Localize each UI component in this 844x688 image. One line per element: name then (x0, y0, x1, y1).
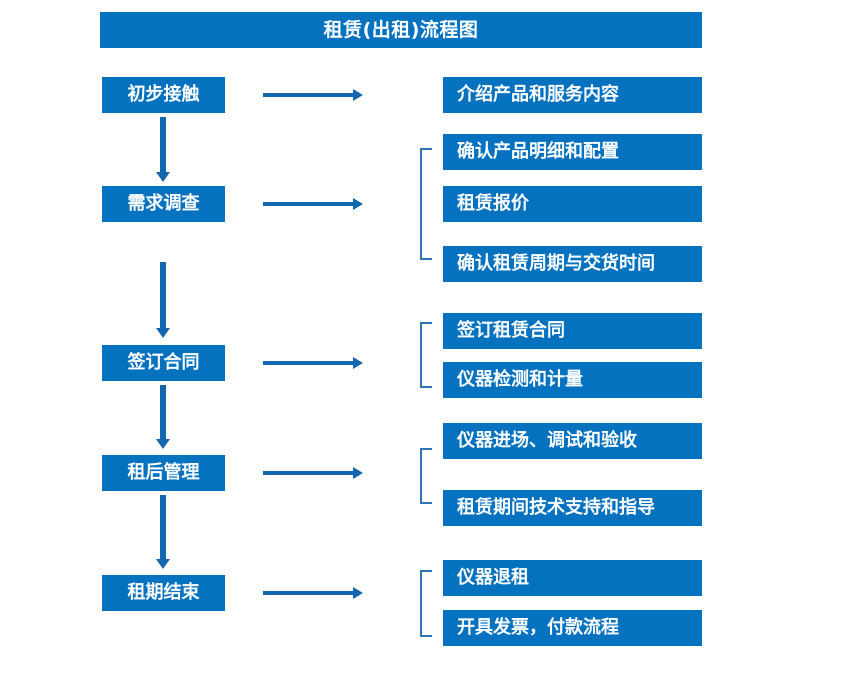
arrow-head (156, 172, 170, 182)
detail-box-instrument-return[interactable]: 仪器退租 (443, 560, 702, 596)
arrow-shaft (160, 385, 166, 439)
detail-box-confirm-product-details[interactable]: 确认产品明细和配置 (443, 134, 702, 170)
detail-box-introduce-products[interactable]: 介绍产品和服务内容 (443, 77, 702, 113)
stage-box-initial-contact[interactable]: 初步接触 (102, 77, 225, 113)
left-brace-icon (420, 322, 432, 388)
arrow-shaft (160, 495, 166, 559)
arrow-right-icon (263, 88, 363, 102)
arrow-right-icon (263, 466, 363, 480)
stage-box-lease-end[interactable]: 租期结束 (102, 575, 225, 611)
arrow-right-icon (263, 197, 363, 211)
arrow-shaft (263, 471, 354, 475)
left-brace-icon (420, 570, 432, 637)
arrow-shaft (160, 117, 166, 172)
detail-box-sign-rental-contract[interactable]: 签订租赁合同 (443, 313, 702, 349)
arrow-head (156, 559, 170, 569)
detail-box-instrument-entry-commissioning[interactable]: 仪器进场、调试和验收 (443, 423, 702, 459)
page-title: 租赁(出租)流程图 (100, 12, 702, 48)
arrow-down-icon (156, 262, 170, 338)
detail-box-confirm-rental-period[interactable]: 确认租赁周期与交货时间 (443, 246, 702, 282)
arrow-head (353, 467, 363, 479)
left-brace-icon (420, 448, 432, 504)
stage-box-demand-survey[interactable]: 需求调查 (102, 186, 225, 222)
arrow-head (353, 89, 363, 101)
arrow-head (156, 439, 170, 449)
detail-box-rental-quotation[interactable]: 租赁报价 (443, 186, 702, 222)
arrow-shaft (263, 93, 354, 97)
arrow-down-icon (156, 117, 170, 182)
arrow-down-icon (156, 495, 170, 569)
arrow-shaft (160, 262, 166, 328)
arrow-down-icon (156, 385, 170, 449)
arrow-right-icon (263, 356, 363, 370)
stage-box-post-rental-management[interactable]: 租后管理 (102, 455, 225, 491)
arrow-head (353, 357, 363, 369)
arrow-head (156, 328, 170, 338)
arrow-right-icon (263, 586, 363, 600)
stage-box-sign-contract[interactable]: 签订合同 (102, 345, 225, 381)
arrow-head (353, 198, 363, 210)
left-brace-icon (420, 148, 432, 260)
detail-box-invoice-payment[interactable]: 开具发票，付款流程 (443, 610, 702, 646)
arrow-shaft (263, 202, 354, 206)
detail-box-technical-support[interactable]: 租赁期间技术支持和指导 (443, 490, 702, 526)
detail-box-instrument-inspection[interactable]: 仪器检测和计量 (443, 362, 702, 398)
arrow-head (353, 587, 363, 599)
arrow-shaft (263, 591, 354, 595)
arrow-shaft (263, 361, 354, 365)
